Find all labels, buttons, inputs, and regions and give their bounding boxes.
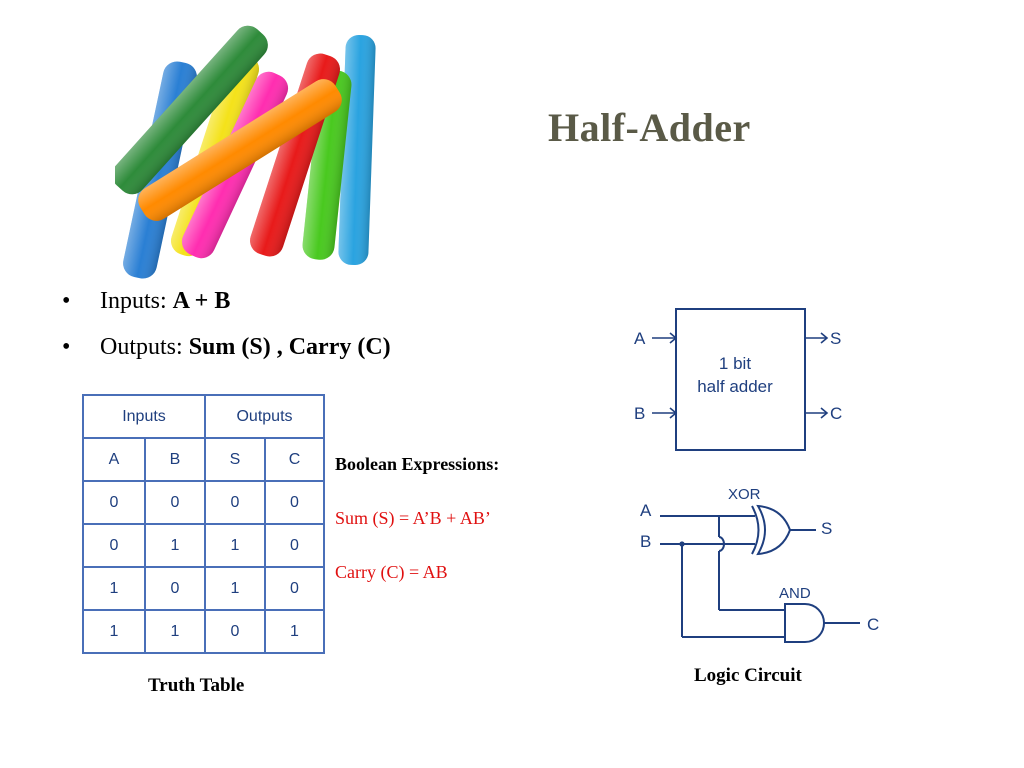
outputs-value: Sum (S) , Carry (C) [188, 334, 391, 360]
boolean-heading: Boolean Expressions: [335, 454, 500, 474]
cell-c: 0 [264, 566, 325, 611]
chalk-sticks-image [115, 25, 376, 279]
cell-s: 0 [204, 480, 266, 525]
cell-s: 1 [204, 523, 266, 568]
table-row: 0 0 0 0 [82, 480, 325, 525]
cell-b: 1 [144, 609, 206, 654]
cell-a: 0 [82, 480, 146, 525]
bullet-dot-icon: • [62, 334, 71, 360]
circuit-wires [660, 515, 860, 638]
and-gate-icon [784, 603, 825, 643]
circuit-input-a: A [640, 501, 652, 520]
truth-table-column-header: A B S C [82, 437, 325, 482]
arrow-right-icon [652, 407, 678, 419]
and-label: AND [779, 585, 811, 602]
carry-expression: Carry (C) = AB [335, 562, 448, 582]
column-header-s: S [204, 437, 266, 482]
bullet-dot-icon: • [62, 288, 71, 314]
half-adder-block-diagram: 1 bit half adder A B S C [634, 308, 842, 451]
cell-a: 1 [82, 609, 146, 654]
xor-gate-icon [751, 504, 792, 556]
table-row: 1 1 0 1 [82, 609, 325, 654]
cell-b: 0 [144, 566, 206, 611]
block-output-c: C [830, 404, 842, 423]
half-adder-logic-circuit: XOR AND A B S C [640, 486, 879, 643]
inputs-label: Inputs: [100, 288, 173, 314]
cell-c: 1 [264, 609, 325, 654]
circuit-output-s: S [821, 519, 832, 538]
cell-s: 0 [204, 609, 266, 654]
cell-b: 1 [144, 523, 206, 568]
cell-a: 0 [82, 523, 146, 568]
xor-label: XOR [728, 486, 761, 503]
table-row: 0 1 1 0 [82, 523, 325, 568]
block-label-line1: 1 bit [719, 354, 751, 373]
cell-c: 0 [264, 523, 325, 568]
circuit-output-c: C [867, 615, 879, 634]
cell-a: 1 [82, 566, 146, 611]
truth-table: Inputs Outputs A B S C 0 0 0 0 0 1 1 0 1… [82, 394, 325, 654]
cell-s: 1 [204, 566, 266, 611]
outputs-label: Outputs: [100, 334, 189, 360]
arrow-right-icon [652, 332, 678, 344]
group-header-outputs: Outputs [204, 394, 325, 439]
cell-b: 0 [144, 480, 206, 525]
sum-expression: Sum (S) = A’B + AB’ [335, 508, 491, 528]
block-output-s: S [830, 329, 841, 348]
slide-title: Half-Adder [548, 105, 751, 150]
arrow-right-icon [805, 332, 829, 344]
arrow-right-icon [805, 407, 829, 419]
junction-dot [679, 541, 685, 547]
column-header-a: A [82, 437, 146, 482]
cell-c: 0 [264, 480, 325, 525]
column-header-c: C [264, 437, 325, 482]
block-label-line2: half adder [697, 377, 773, 396]
column-header-b: B [144, 437, 206, 482]
truth-table-caption: Truth Table [148, 675, 245, 696]
truth-table-group-header: Inputs Outputs [82, 394, 325, 439]
block-input-a: A [634, 329, 646, 348]
logic-circuit-caption: Logic Circuit [694, 665, 802, 686]
block-input-b: B [634, 404, 645, 423]
table-row: 1 0 1 0 [82, 566, 325, 611]
inputs-value: A + B [172, 288, 231, 314]
circuit-input-b: B [640, 532, 651, 551]
group-header-inputs: Inputs [82, 394, 206, 439]
